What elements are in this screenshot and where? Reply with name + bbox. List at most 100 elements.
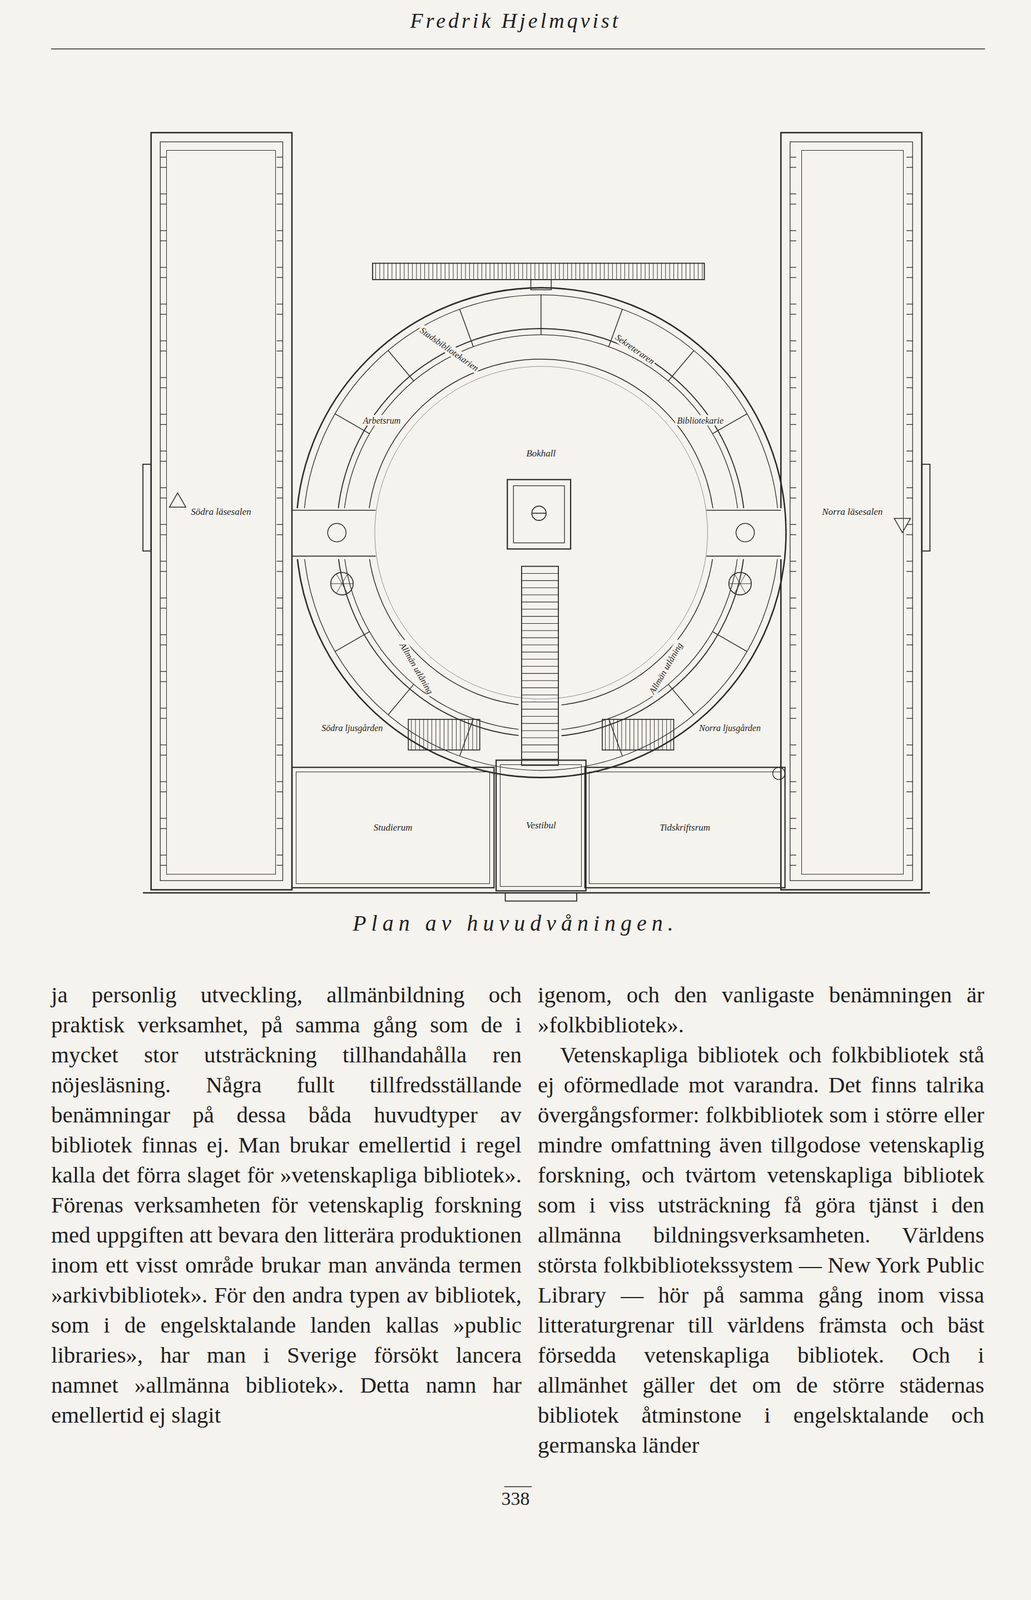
window-mark xyxy=(906,718,913,720)
window-mark xyxy=(790,644,797,646)
window-mark xyxy=(160,818,167,819)
room-divider xyxy=(540,294,542,335)
room-divider xyxy=(668,684,695,716)
stair-step xyxy=(447,719,449,751)
spiral-stair-step xyxy=(330,583,342,584)
window-mark xyxy=(906,230,913,231)
window-hatch xyxy=(657,263,658,280)
stair-step xyxy=(637,719,639,751)
window-hatch xyxy=(477,263,479,280)
window-hatch xyxy=(489,263,491,280)
stair-step xyxy=(521,580,559,582)
window-hatch xyxy=(575,263,577,280)
stair-step xyxy=(641,719,643,751)
window-hatch xyxy=(685,263,687,280)
window-mark xyxy=(276,387,283,389)
spiral-stair-step xyxy=(729,583,741,584)
window-hatch xyxy=(661,263,662,280)
window-hatch xyxy=(497,263,499,280)
window-mark xyxy=(276,597,283,599)
window-hatch xyxy=(636,263,638,280)
window-mark xyxy=(160,497,167,499)
window-hatch xyxy=(412,263,413,280)
window-mark xyxy=(276,791,283,793)
room-label: Stadsbibliotekarien xyxy=(416,324,483,375)
stair-step xyxy=(521,680,559,682)
window-mark xyxy=(906,744,913,746)
stair-step xyxy=(521,730,559,732)
window-hatch xyxy=(608,263,609,280)
window-mark xyxy=(790,597,797,599)
window-mark xyxy=(790,450,797,452)
room-name: Studierum xyxy=(372,822,415,834)
window-mark xyxy=(160,387,167,389)
window-hatch xyxy=(448,263,450,280)
room-label: Sekreteraren xyxy=(611,330,658,368)
window-hatch xyxy=(571,263,572,280)
room-name: Södra läsesalen xyxy=(189,506,253,518)
window-hatch xyxy=(689,263,691,280)
window-mark xyxy=(790,230,797,231)
rotunda-outer-wall xyxy=(303,294,779,771)
window-mark xyxy=(790,791,797,793)
stair-ground xyxy=(518,697,562,769)
entrance-bay xyxy=(142,464,152,552)
window-mark xyxy=(276,314,283,315)
body-paragraph: igenom, och den vanligaste benämningen ä… xyxy=(537,979,985,1040)
window-hatch xyxy=(453,263,454,280)
stair-step xyxy=(653,719,655,751)
window-hatch xyxy=(648,263,650,280)
window-hatch xyxy=(603,263,605,280)
stair-step xyxy=(625,719,627,751)
study-room: Studierum xyxy=(295,771,490,885)
window-mark xyxy=(160,193,167,195)
stair-step xyxy=(419,719,420,751)
level-mark xyxy=(169,493,186,508)
window-mark xyxy=(276,671,283,672)
window-mark xyxy=(160,607,167,609)
stair-step xyxy=(521,744,559,746)
room-divider xyxy=(388,350,414,382)
window-hatch xyxy=(485,263,487,280)
periodicals-room: Tidskriftsrum xyxy=(588,771,781,885)
room-label: Allmän utlåning xyxy=(396,639,436,698)
window-hatch xyxy=(554,263,556,280)
column-symbol xyxy=(327,523,346,543)
window-mark xyxy=(160,340,167,341)
window-mark xyxy=(790,461,797,462)
stair-step xyxy=(521,637,559,639)
window-mark xyxy=(276,230,283,231)
column-symbol xyxy=(735,523,755,543)
body-paragraph: ja personlig utveckling, allmänbildning … xyxy=(51,979,522,1431)
wing-inner-wall xyxy=(790,141,913,881)
window-mark xyxy=(790,561,797,562)
stair-step xyxy=(468,719,469,751)
window-mark xyxy=(276,450,283,452)
window-hatch xyxy=(677,263,678,280)
stair-step xyxy=(521,737,559,738)
window-hatch xyxy=(514,263,515,280)
stair-step xyxy=(657,719,659,751)
window-mark xyxy=(160,450,167,452)
window-hatch xyxy=(600,263,601,280)
corridor-wall xyxy=(291,509,376,512)
window-hatch xyxy=(628,263,629,280)
window-mark xyxy=(906,534,913,535)
window-mark xyxy=(160,781,167,782)
running-header: Fredrik Hjelmqvist xyxy=(410,7,622,34)
window-hatch xyxy=(408,263,409,280)
window-mark xyxy=(790,277,797,279)
window-mark xyxy=(906,277,913,279)
window-mark xyxy=(790,414,797,415)
stair-step xyxy=(423,719,424,751)
book-hall-rotunda: Bokhall xyxy=(374,366,708,700)
window-hatch xyxy=(673,263,674,280)
window-hatch xyxy=(558,263,560,280)
window-mark xyxy=(790,571,797,572)
stair-step xyxy=(521,701,559,703)
window-hatch xyxy=(424,263,425,280)
window-mark xyxy=(160,266,167,268)
window-mark xyxy=(906,681,913,682)
window-hatch xyxy=(640,263,642,280)
window-mark xyxy=(160,671,167,672)
